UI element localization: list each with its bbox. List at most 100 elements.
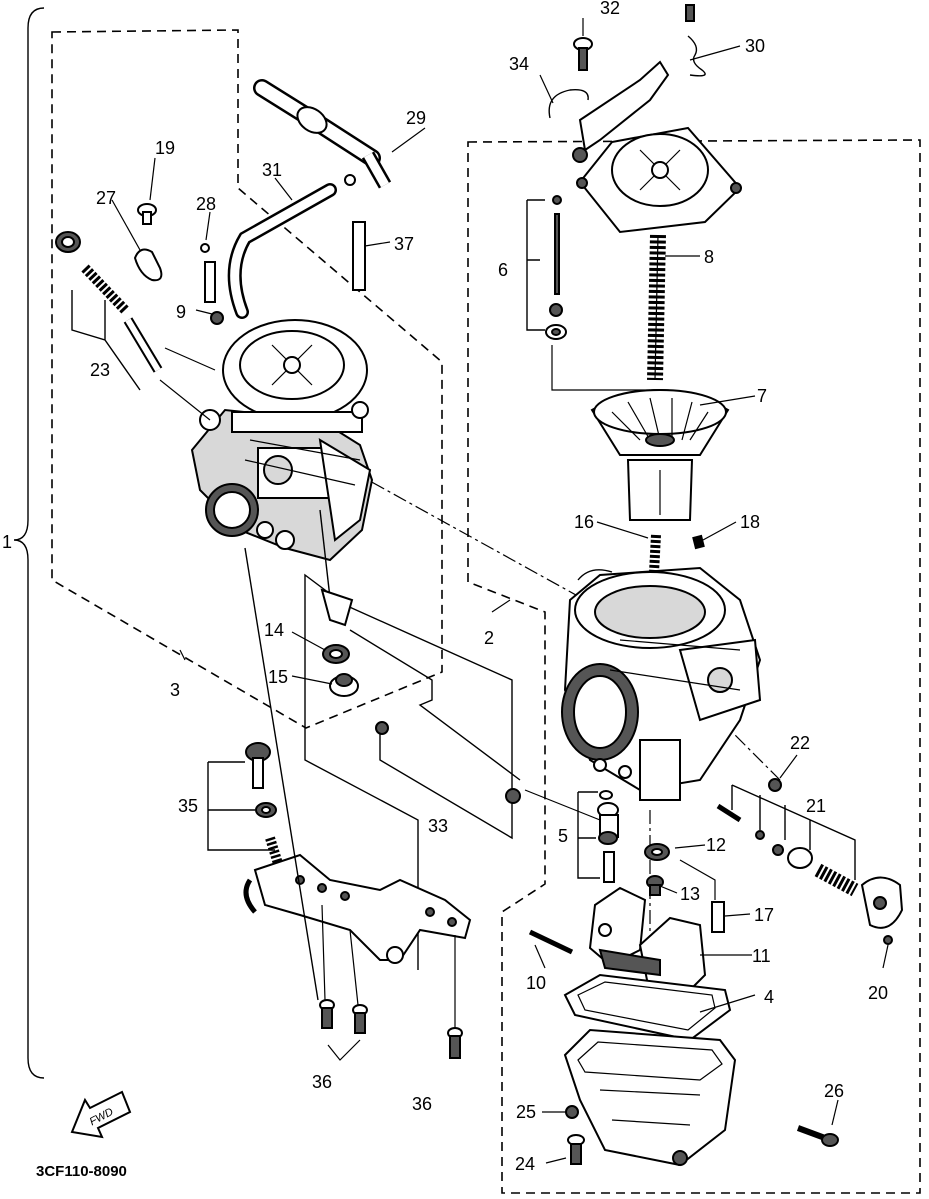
link-bracket-33 [304,573,513,970]
screw-25 [565,1105,579,1119]
assembly-2-boundary [467,139,921,1194]
linkage-line-upper [349,469,586,601]
callout-8: 8 [704,247,714,267]
pilot-screw-21 [716,803,904,929]
callout-26: 26 [824,1081,844,1101]
valve-seat-17 [711,901,725,933]
callout-4: 4 [764,987,774,1007]
drawing-code: 3CF110-8090 [36,1163,127,1180]
callout-36-b: 36 [412,1094,432,1114]
callout-17: 17 [754,905,774,925]
pin-10 [528,929,574,955]
callout-32: 32 [600,0,620,18]
screw-link-a [375,721,389,735]
callout-6: 6 [498,260,508,280]
jet-9-left [200,243,224,325]
callout-16: 16 [574,512,594,532]
spring-34 [548,89,589,119]
cable-bracket [578,60,670,152]
callout-leaders [111,18,889,1164]
callout-14: 14 [264,620,284,640]
callout-36-a: 36 [312,1072,332,1092]
callout-18: 18 [740,512,760,532]
bracket-5 [577,791,600,879]
pipe-29 [253,79,392,189]
screw-link-b [505,788,521,804]
callout-10: 10 [526,973,546,993]
gasket-27 [133,248,163,282]
right-carburetor [561,566,762,801]
gasket-4 [563,973,732,1042]
stay-plate [243,853,472,964]
callout-29: 29 [406,108,426,128]
main-jet-13 [646,875,664,896]
leader-36a [321,904,359,1006]
left-carburetor [190,319,374,562]
screw-32 [573,37,593,71]
spring-30 [687,35,706,77]
callout-33: 33 [428,816,448,836]
spring-8-core [654,234,659,381]
diaphragm-piston-7 [590,389,730,521]
screw-26 [796,1125,839,1147]
callout-9: 9 [176,302,186,322]
hose-31-inner [230,185,335,317]
bracket-21 [731,784,856,880]
callout-28: 28 [196,194,216,214]
gasket-4-inner [577,981,716,1031]
float-bowl [563,1028,737,1167]
linkage-line-diaphragm [551,345,650,391]
bolt-35 [245,742,277,818]
callout-21: 21 [806,796,826,816]
screw-36-a [319,999,335,1029]
callout-15: 15 [268,667,288,687]
callout-1: 1 [2,532,12,552]
screw-36-c [447,1027,463,1059]
throttle-lever-left [320,588,354,627]
callout-7: 7 [757,386,767,406]
bracket-23 [71,290,141,391]
callout-34: 34 [509,54,529,74]
throttle-shaft-line [244,547,319,1001]
clip-9-upper [344,174,356,186]
callout-20: 20 [868,983,888,1003]
fwd-arrow: FWD [70,1090,132,1139]
bracket-bolt [572,147,588,163]
callout-2: 2 [484,628,494,648]
assembly-1-brace [13,7,45,1079]
callout-11: 11 [752,946,771,966]
callout-25: 25 [516,1102,536,1122]
callout-31: 31 [262,160,282,180]
link-rod-33 [349,629,521,781]
callout-27: 27 [96,188,116,208]
throttle-rod-left [319,509,331,599]
top-cover [576,126,742,234]
screw-20 [883,935,893,945]
washer-14 [322,644,350,664]
tube-37 [352,221,366,291]
leader-pilot [159,347,216,421]
callout-labels: 1 2 3 4 5 6 7 8 9 10 11 12 13 14 15 16 1… [2,0,888,1174]
bracket-6 [526,199,545,331]
callout-3: 3 [170,680,180,700]
callout-13: 13 [680,884,700,904]
callout-35: 35 [178,796,198,816]
screw-24 [567,1134,585,1165]
callout-24: 24 [515,1154,535,1174]
screw-19 [137,203,157,225]
jet-needle-6 [545,195,567,340]
cap-15 [329,673,359,697]
callout-19: 19 [155,138,175,158]
leader-needle [524,789,601,821]
leader-17 [679,859,716,900]
starter-plunger-23 [55,231,163,373]
needle-valve-5 [597,790,619,883]
main-jet-12 [644,843,670,861]
hose-31 [227,183,337,319]
callout-23: 23 [90,360,110,380]
assembly-3-boundary [51,29,443,729]
bolt-30-top [685,4,695,22]
callout-30: 30 [745,36,765,56]
screw-22 [768,778,782,792]
